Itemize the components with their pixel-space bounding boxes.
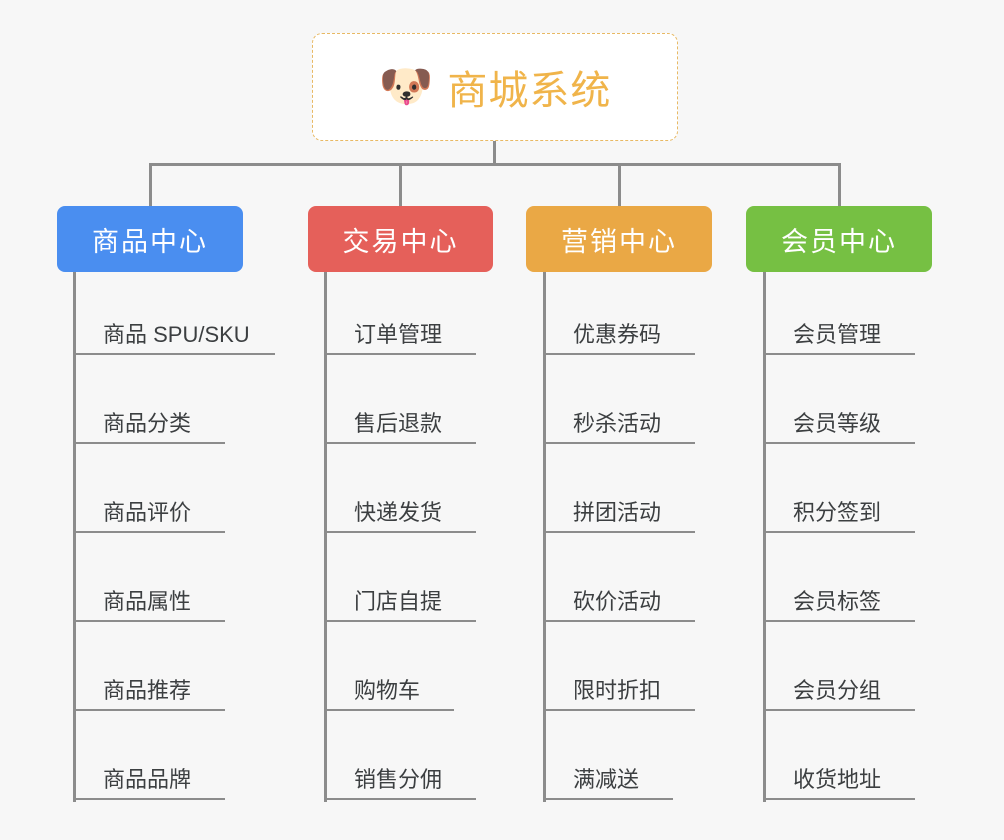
- leaf-item[interactable]: 商品分类: [73, 402, 225, 444]
- leaf-underline: [543, 798, 673, 800]
- category-label: 交易中心: [342, 226, 459, 257]
- leaf-underline: [543, 353, 695, 355]
- leaf-item[interactable]: 购物车: [324, 669, 454, 711]
- leaf-label: 门店自提: [354, 589, 443, 614]
- leaf-label: 砍价活动: [573, 589, 662, 614]
- leaf-underline: [324, 709, 454, 711]
- leaf-label: 订单管理: [354, 322, 443, 347]
- leaf-underline: [324, 442, 476, 444]
- leaf-item[interactable]: 积分签到: [763, 491, 915, 533]
- leaf-item[interactable]: 砍价活动: [543, 580, 695, 622]
- leaf-underline: [73, 798, 225, 800]
- leaf-underline: [73, 620, 225, 622]
- category-box-product[interactable]: 商品中心: [57, 206, 243, 272]
- spine-product: [73, 272, 76, 802]
- leaf-label: 会员管理: [793, 322, 882, 347]
- leaf-label: 秒杀活动: [573, 411, 662, 436]
- leaf-underline: [324, 798, 476, 800]
- leaf-label: 商品品牌: [103, 767, 192, 792]
- leaf-underline: [324, 353, 476, 355]
- leaf-item[interactable]: 商品 SPU/SKU: [73, 313, 275, 355]
- leaf-item[interactable]: 快递发货: [324, 491, 476, 533]
- leaf-item[interactable]: 商品推荐: [73, 669, 225, 711]
- leaf-item[interactable]: 门店自提: [324, 580, 476, 622]
- category-label: 商品中心: [92, 226, 208, 257]
- leaf-underline: [73, 709, 225, 711]
- leaf-label: 销售分佣: [354, 767, 443, 792]
- leaf-underline: [763, 353, 915, 355]
- root-stem-connector: [493, 141, 496, 165]
- leaf-underline: [763, 620, 915, 622]
- leaf-label: 满减送: [573, 767, 640, 792]
- spine-trade: [324, 272, 327, 802]
- leaf-label: 购物车: [354, 678, 421, 703]
- leaf-underline: [73, 442, 225, 444]
- dog-face-icon: 🐶: [378, 62, 434, 111]
- leaf-item[interactable]: 优惠券码: [543, 313, 695, 355]
- category-label: 会员中心: [781, 226, 897, 257]
- leaf-label: 积分签到: [793, 500, 882, 525]
- drop-connector-trade: [399, 163, 402, 208]
- leaf-label: 商品评价: [103, 500, 192, 525]
- leaf-item[interactable]: 满减送: [543, 758, 673, 800]
- leaf-underline: [763, 531, 915, 533]
- leaf-label: 商品属性: [103, 589, 192, 614]
- leaf-label: 会员分组: [793, 678, 882, 703]
- leaf-label: 收货地址: [793, 767, 882, 792]
- spine-marketing: [543, 272, 546, 802]
- leaf-underline: [543, 709, 695, 711]
- drop-connector-product: [149, 163, 152, 208]
- leaf-item[interactable]: 商品属性: [73, 580, 225, 622]
- root-title: 商城系统: [447, 69, 612, 113]
- leaf-label: 拼团活动: [573, 500, 662, 525]
- category-box-trade[interactable]: 交易中心: [308, 206, 493, 272]
- leaf-underline: [73, 531, 225, 533]
- leaf-label: 商品 SPU/SKU: [103, 322, 250, 347]
- root-node[interactable]: 🐶 商城系统: [312, 33, 678, 141]
- leaf-label: 快递发货: [354, 500, 443, 525]
- leaf-underline: [543, 620, 695, 622]
- leaf-item[interactable]: 商品品牌: [73, 758, 225, 800]
- category-label: 营销中心: [561, 226, 677, 257]
- leaf-item[interactable]: 销售分佣: [324, 758, 476, 800]
- leaf-label: 售后退款: [354, 411, 443, 436]
- category-box-marketing[interactable]: 营销中心: [526, 206, 712, 272]
- leaf-item[interactable]: 订单管理: [324, 313, 476, 355]
- leaf-label: 商品分类: [103, 411, 192, 436]
- leaf-item[interactable]: 会员等级: [763, 402, 915, 444]
- leaf-label: 优惠券码: [573, 322, 662, 347]
- drop-connector-member: [838, 163, 841, 208]
- leaf-item[interactable]: 商品评价: [73, 491, 225, 533]
- spine-member: [763, 272, 766, 802]
- leaf-label: 商品推荐: [103, 678, 192, 703]
- leaf-label: 限时折扣: [573, 678, 662, 703]
- leaf-underline: [543, 442, 695, 444]
- leaf-underline: [763, 709, 915, 711]
- leaf-underline: [763, 442, 915, 444]
- leaf-underline: [324, 531, 476, 533]
- leaf-item[interactable]: 会员分组: [763, 669, 915, 711]
- leaf-item[interactable]: 会员标签: [763, 580, 915, 622]
- leaf-underline: [324, 620, 476, 622]
- leaf-label: 会员等级: [793, 411, 882, 436]
- category-box-member[interactable]: 会员中心: [746, 206, 932, 272]
- leaf-item[interactable]: 会员管理: [763, 313, 915, 355]
- leaf-underline: [73, 353, 275, 355]
- leaf-item[interactable]: 售后退款: [324, 402, 476, 444]
- category-bus-connector: [150, 163, 840, 166]
- drop-connector-marketing: [618, 163, 621, 208]
- leaf-item[interactable]: 秒杀活动: [543, 402, 695, 444]
- leaf-underline: [763, 798, 915, 800]
- leaf-item[interactable]: 收货地址: [763, 758, 915, 800]
- leaf-item[interactable]: 限时折扣: [543, 669, 695, 711]
- leaf-underline: [543, 531, 695, 533]
- leaf-item[interactable]: 拼团活动: [543, 491, 695, 533]
- leaf-label: 会员标签: [793, 589, 882, 614]
